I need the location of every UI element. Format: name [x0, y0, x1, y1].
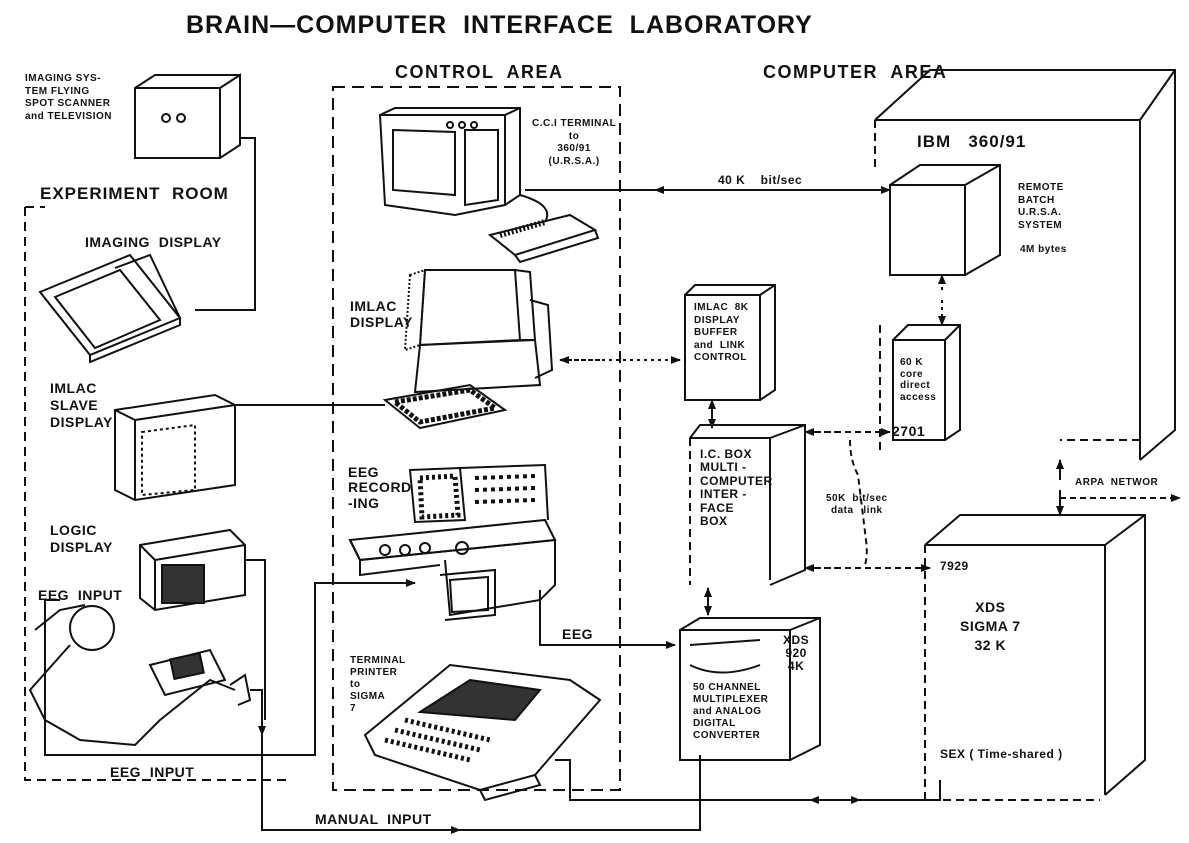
xds-sigma-label: XDS SIGMA 7 32 K — [960, 599, 1021, 653]
xds-sigma-box — [924, 514, 1146, 801]
imaging-system-device — [134, 73, 241, 159]
xds-920-label: XDS 920 4K — [783, 633, 810, 674]
imlac-display-device — [382, 268, 554, 430]
cci-terminal-label: C.C.I TERMINAL to 360/91 (U.R.S.A.) — [532, 118, 617, 167]
subject-figure — [28, 604, 252, 747]
logic-display-device — [139, 528, 246, 612]
eeg-input-bottom-label: EEG INPUT — [110, 764, 195, 780]
imlac-display-label: IMLAC DISPLAY — [350, 298, 413, 331]
experiment-room-boundary — [24, 206, 290, 781]
link-40k-label: 40 K bit/sec — [718, 173, 803, 187]
ibm-label: IBM 360/91 — [917, 132, 1027, 151]
terminal-printer-label: TERMINAL PRINTER to SIGMA 7 — [350, 655, 406, 714]
multiplexer-label: 50 CHANNEL MULTIPLEXER and ANALOG DIGITA… — [693, 682, 769, 741]
unit-7929-label: 7929 — [940, 559, 969, 573]
cci-terminal-device — [378, 107, 600, 264]
unit-2701-label: 2701 — [892, 423, 926, 439]
experiment-room-label: EXPERIMENT ROOM — [40, 184, 229, 203]
manual-input-label: MANUAL INPUT — [315, 811, 432, 827]
ic-box-label: I.C. BOX MULTI - COMPUTER INTER - FACE B… — [700, 447, 773, 529]
eeg-recording-device — [348, 463, 557, 621]
imlac-slave-label: IMLAC SLAVE DISPLAY — [50, 380, 113, 430]
imlac-buffer-label: IMLAC 8K DISPLAY BUFFER and LINK CONTROL — [694, 302, 749, 363]
link-50k-label: 50K bit/sec data link — [826, 493, 888, 516]
eeg-line-label: EEG — [562, 626, 594, 642]
imlac-buffer-box — [684, 284, 776, 401]
control-area-boundary — [332, 86, 621, 791]
ibm-360-box — [874, 69, 1176, 461]
imaging-system-label: IMAGING SYS- TEM FLYING SPOT SCANNER and… — [25, 73, 113, 122]
eeg-recording-label: EEG RECORD -ING — [348, 464, 412, 511]
logic-display-label: LOGIC DISPLAY — [50, 522, 113, 555]
ic-box — [689, 424, 806, 586]
imlac-slave-device — [114, 393, 236, 502]
imaging-display-device — [38, 253, 182, 364]
diagram-title: BRAIN—COMPUTER INTERFACE LABORATORY — [186, 11, 813, 39]
eeg-input-top-label: EEG INPUT — [38, 587, 123, 603]
terminal-printer-device — [363, 663, 602, 802]
imaging-display-label: IMAGING DISPLAY — [85, 234, 222, 250]
xds-920-box — [679, 617, 821, 761]
remote-batch-label: REMOTE BATCH U.R.S.A. SYSTEM — [1018, 182, 1064, 231]
core-60k-label: 60 K core direct access — [900, 357, 937, 403]
sex-timeshared-label: SEX ( Time-shared ) — [940, 747, 1063, 761]
arpa-network-label: ARPA NETWOR — [1075, 477, 1159, 488]
mem-4m-label: 4M bytes — [1020, 244, 1067, 255]
computer-area-label: COMPUTER AREA — [763, 62, 948, 82]
control-area-label: CONTROL AREA — [395, 62, 564, 82]
